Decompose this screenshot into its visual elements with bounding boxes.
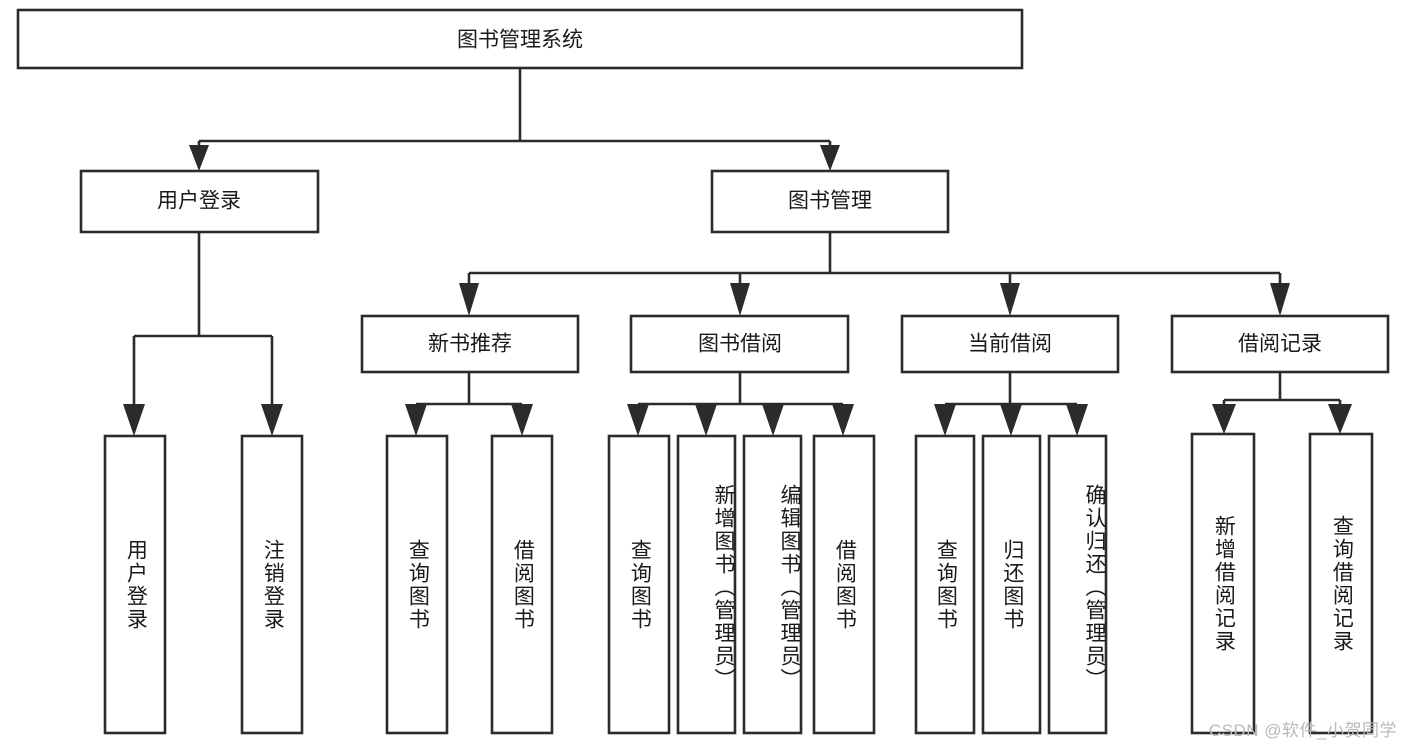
leaf-label-borrow-book-2: 借阅图书 xyxy=(833,538,857,631)
leaf-box-add-book[interactable] xyxy=(676,434,737,735)
leaf-box-borrow-book-2[interactable] xyxy=(812,434,876,735)
arrow-head-leaf-return-book xyxy=(1000,404,1022,436)
leaf-label-logout-login: 注销登录 xyxy=(261,538,285,631)
leaf-label-edit-book: 编辑图书（管理员） xyxy=(778,484,801,691)
leaf-box-logout-login[interactable] xyxy=(240,434,304,735)
node-borrow-record-box[interactable] xyxy=(1170,314,1390,374)
node-user-login-label: 用户登录 xyxy=(157,190,241,213)
watermark-text: CSDN @软件_小贺同学 xyxy=(1208,721,1397,740)
leaf-label-confirm-return: 确认归还（管理员） xyxy=(1083,484,1106,691)
leaf-box-query-record[interactable] xyxy=(1308,432,1374,735)
arrow-head-user-login xyxy=(189,145,209,171)
leaf-box-query-book-1[interactable] xyxy=(385,434,449,735)
arrow-head-leaf-logout-login xyxy=(261,404,283,436)
arrow-head-book-management xyxy=(820,145,840,171)
node-current-borrow-label: 当前借阅 xyxy=(968,333,1052,356)
leaf-box-query-book-3[interactable] xyxy=(914,434,976,735)
arrow-head-leaf-add-record xyxy=(1212,404,1236,434)
node-new-book-recommend-box[interactable] xyxy=(360,314,580,374)
node-borrow-record[interactable]: 借阅记录 xyxy=(1170,314,1390,374)
arrow-head-leaf-confirm-return xyxy=(1066,404,1088,436)
leaf-label-user-login: 用户登录 xyxy=(124,538,148,631)
node-book-management-label: 图书管理 xyxy=(788,190,872,213)
node-user-login-box[interactable] xyxy=(79,169,320,234)
node-current-borrow-box[interactable] xyxy=(900,314,1120,374)
arrow-head-book-borrow xyxy=(730,283,750,316)
leaf-box-add-record[interactable] xyxy=(1190,432,1256,735)
node-book-borrow[interactable]: 图书借阅 xyxy=(629,314,850,374)
leaf-box-edit-book[interactable] xyxy=(742,434,803,735)
arrow-head-leaf-user-login xyxy=(123,404,145,436)
arrow-head-leaf-query-book-2 xyxy=(627,404,649,436)
node-root[interactable]: 图书管理系统 xyxy=(16,8,1024,70)
node-user-login[interactable]: 用户登录 xyxy=(79,169,320,234)
leaf-label-query-book-3: 查询图书 xyxy=(934,538,958,631)
leaf-boxes xyxy=(103,432,1374,735)
leaf-label-query-book-2: 查询图书 xyxy=(628,538,652,631)
arrow-head-leaf-query-record xyxy=(1328,404,1352,434)
node-borrow-record-label: 借阅记录 xyxy=(1238,333,1322,356)
node-book-borrow-label: 图书借阅 xyxy=(698,333,782,356)
node-root-label: 图书管理系统 xyxy=(457,29,583,52)
arrow-heads xyxy=(123,145,1352,436)
node-new-book-recommend-label: 新书推荐 xyxy=(428,333,512,356)
arrow-head-leaf-borrow-book-1 xyxy=(511,404,533,436)
arrow-head-leaf-query-book-1 xyxy=(405,404,427,436)
node-book-borrow-box[interactable] xyxy=(629,314,850,374)
leaf-box-return-book[interactable] xyxy=(981,434,1042,735)
leaf-label-borrow-book-1: 借阅图书 xyxy=(511,538,535,631)
node-root-box[interactable] xyxy=(16,8,1024,70)
leaf-box-confirm-return[interactable] xyxy=(1047,434,1108,735)
leaf-label-query-record: 查询借阅记录 xyxy=(1330,514,1354,653)
arrow-head-borrow-record xyxy=(1270,283,1290,316)
arrow-head-leaf-borrow-book-2 xyxy=(832,404,854,436)
node-current-borrow[interactable]: 当前借阅 xyxy=(900,314,1120,374)
leaf-box-borrow-book-1[interactable] xyxy=(490,434,554,735)
leaf-label-return-book: 归还图书 xyxy=(1000,538,1024,631)
node-new-book-recommend[interactable]: 新书推荐 xyxy=(360,314,580,374)
arrow-head-current-borrow xyxy=(1000,283,1020,316)
leaf-label-add-book: 新增图书（管理员） xyxy=(712,484,735,691)
arrow-head-leaf-edit-book xyxy=(762,404,784,436)
leaf-label-add-record: 新增借阅记录 xyxy=(1212,514,1236,653)
arrow-head-leaf-query-book-3 xyxy=(934,404,956,436)
leaf-label-query-book-1: 查询图书 xyxy=(406,538,430,631)
node-book-management-box[interactable] xyxy=(710,169,950,234)
leaf-box-user-login[interactable] xyxy=(103,434,167,735)
arrow-head-new-book-recommend xyxy=(459,283,479,316)
node-book-management[interactable]: 图书管理 xyxy=(710,169,950,234)
leaf-box-query-book-2[interactable] xyxy=(607,434,671,735)
arrow-head-leaf-add-book xyxy=(695,404,717,436)
